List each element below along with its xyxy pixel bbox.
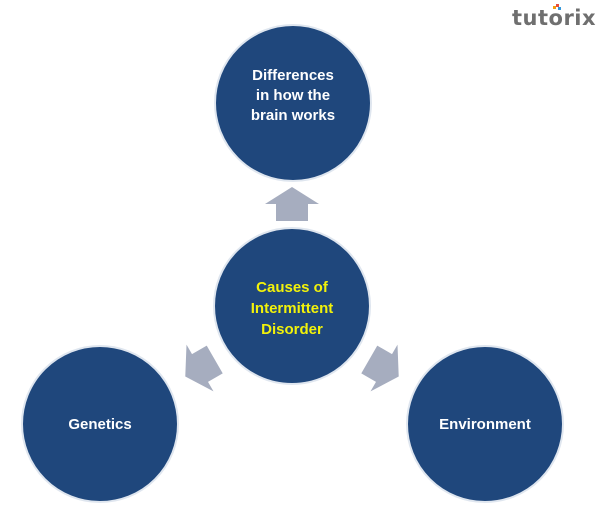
arrow-up-icon [265,187,319,221]
logo-text: tutorix [512,6,597,30]
center-label-3: Disorder [261,321,323,338]
node-environment-label: Environment [439,416,531,433]
center-label-2: Intermittent [251,300,334,317]
center-circle [213,227,371,385]
arrow-down-left-icon [185,344,223,392]
node-brain-circle [214,24,372,182]
node-brain-label-3: brain works [251,107,335,124]
center-label-1: Causes of [256,279,329,296]
node-genetics-circle [21,345,179,503]
arrow-down-right-icon [361,344,399,392]
node-brain-label-2: in how the [256,87,330,104]
node-genetics-label: Genetics [68,416,131,433]
node-environment-circle [406,345,564,503]
tutorix-logo: tutorix [512,4,597,30]
node-brain-label-1: Differences [252,67,334,84]
logo-dots-icon [553,4,561,10]
